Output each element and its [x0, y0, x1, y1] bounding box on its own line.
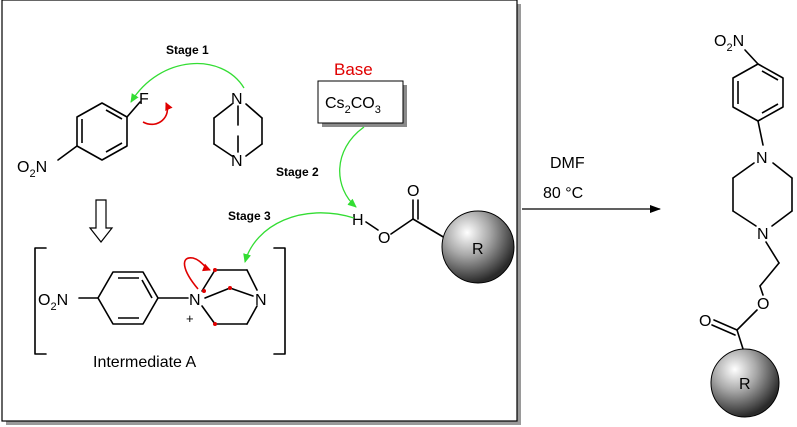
- cesium-carbonate: Cs2CO3: [325, 95, 381, 116]
- solvent-label: DMF: [550, 155, 585, 172]
- base-label: Base: [334, 60, 373, 79]
- product-n1: N: [756, 150, 768, 167]
- intermediate-label: Intermediate A: [93, 354, 197, 371]
- positive-charge: +: [186, 311, 194, 326]
- tertiary-nitrogen: N: [255, 292, 267, 309]
- product-resin-bead: R: [710, 348, 780, 418]
- carboxylic-acid: H O O: [352, 183, 446, 247]
- hollow-down-arrow: [88, 199, 114, 243]
- resin-bead: R: [441, 210, 515, 284]
- temperature-label: 80 °C: [543, 185, 583, 202]
- quaternary-nitrogen: N: [189, 292, 201, 309]
- fluoronitrobenzene: F O2N: [17, 91, 149, 180]
- acid-hydrogen: H: [352, 212, 364, 229]
- product-n2: N: [757, 226, 769, 243]
- intermediate-nitro: O2N: [38, 292, 68, 313]
- nitro-group: O2N: [17, 159, 47, 180]
- fluorine-atom: F: [139, 91, 149, 108]
- base-reagent-box: Cs2CO3: [317, 80, 407, 127]
- stage-2-arrow: [339, 126, 365, 208]
- acid-oxygen: O: [378, 230, 390, 247]
- product-ester-oxygen: O: [757, 296, 769, 313]
- mechanism-panel: [1, 0, 521, 425]
- resin-label: R: [472, 241, 484, 258]
- stage-1-arrow: [130, 62, 245, 103]
- product-carbonyl-oxygen: O: [699, 313, 711, 330]
- dabco: N N: [213, 91, 263, 170]
- stage-3-label: Stage 3: [228, 209, 271, 223]
- product-resin-label: R: [739, 376, 751, 393]
- intermediate-a: O2N N + N Intermediate A: [34, 247, 286, 371]
- dabco-n-top: N: [231, 91, 243, 108]
- stage-2-label: Stage 2: [276, 165, 319, 179]
- stage-1-label: Stage 1: [166, 43, 209, 57]
- product-molecule: O2N N N O O: [699, 33, 793, 353]
- dabco-n-bottom: N: [231, 153, 243, 170]
- product-nitro: O2N: [714, 33, 744, 54]
- stage-3-arrow: [243, 212, 355, 263]
- carbonyl-oxygen: O: [407, 183, 419, 200]
- fluoride-leaving-arrow: [142, 102, 173, 126]
